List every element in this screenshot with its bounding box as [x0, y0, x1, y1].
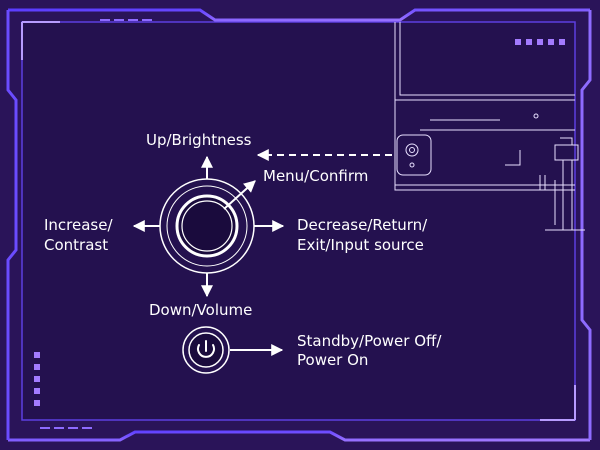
label-menu-confirm: Menu/Confirm	[263, 167, 369, 185]
label-decrease-return: Decrease/Return/	[297, 216, 428, 234]
label-exit-input-source: Exit/Input source	[297, 236, 424, 254]
label-contrast: Contrast	[44, 236, 109, 254]
label-down-volume: Down/Volume	[149, 301, 253, 319]
label-up-brightness: Up/Brightness	[146, 131, 252, 149]
label-power-on: Power On	[297, 351, 369, 369]
monitor-rear-diagram	[394, 22, 585, 231]
power-icon[interactable]	[182, 326, 284, 374]
label-standby-power-off: Standby/Power Off/	[297, 332, 442, 350]
decor-ticks	[40, 19, 152, 429]
hud-frame	[6, 8, 592, 442]
decor-dots-left	[34, 352, 40, 406]
decor-dots-top	[515, 39, 565, 45]
label-increase: Increase/	[44, 216, 113, 234]
five-way-joystick-icon[interactable]	[132, 155, 285, 298]
